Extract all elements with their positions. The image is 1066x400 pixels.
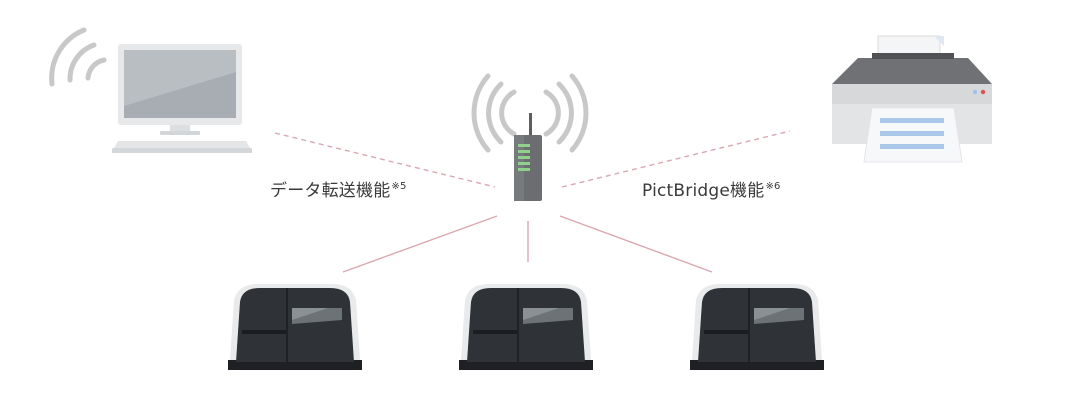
- pictbridge-text: PictBridge機能: [642, 181, 765, 201]
- computer-icon: [112, 44, 252, 153]
- connection-lines: [274, 130, 791, 273]
- pictbridge-label: PictBridge機能※6: [642, 176, 781, 201]
- analyzer-device-2: [459, 284, 593, 370]
- dashed-link-computer: [274, 132, 496, 188]
- analyzer-device-3: [690, 284, 824, 370]
- link-device-1: [342, 215, 498, 273]
- analyzer-device-1: [228, 284, 362, 370]
- wireless-router-icon: [471, 73, 589, 201]
- dashed-link-printer: [561, 130, 791, 188]
- wifi-waves-icon: [49, 27, 107, 87]
- pictbridge-note: ※6: [765, 181, 781, 193]
- link-device-3: [559, 215, 713, 273]
- printer-icon: [832, 35, 992, 163]
- data-transfer-note: ※5: [391, 181, 407, 193]
- data-transfer-label: データ転送機能※5: [270, 176, 407, 201]
- data-transfer-text: データ転送機能: [270, 181, 391, 201]
